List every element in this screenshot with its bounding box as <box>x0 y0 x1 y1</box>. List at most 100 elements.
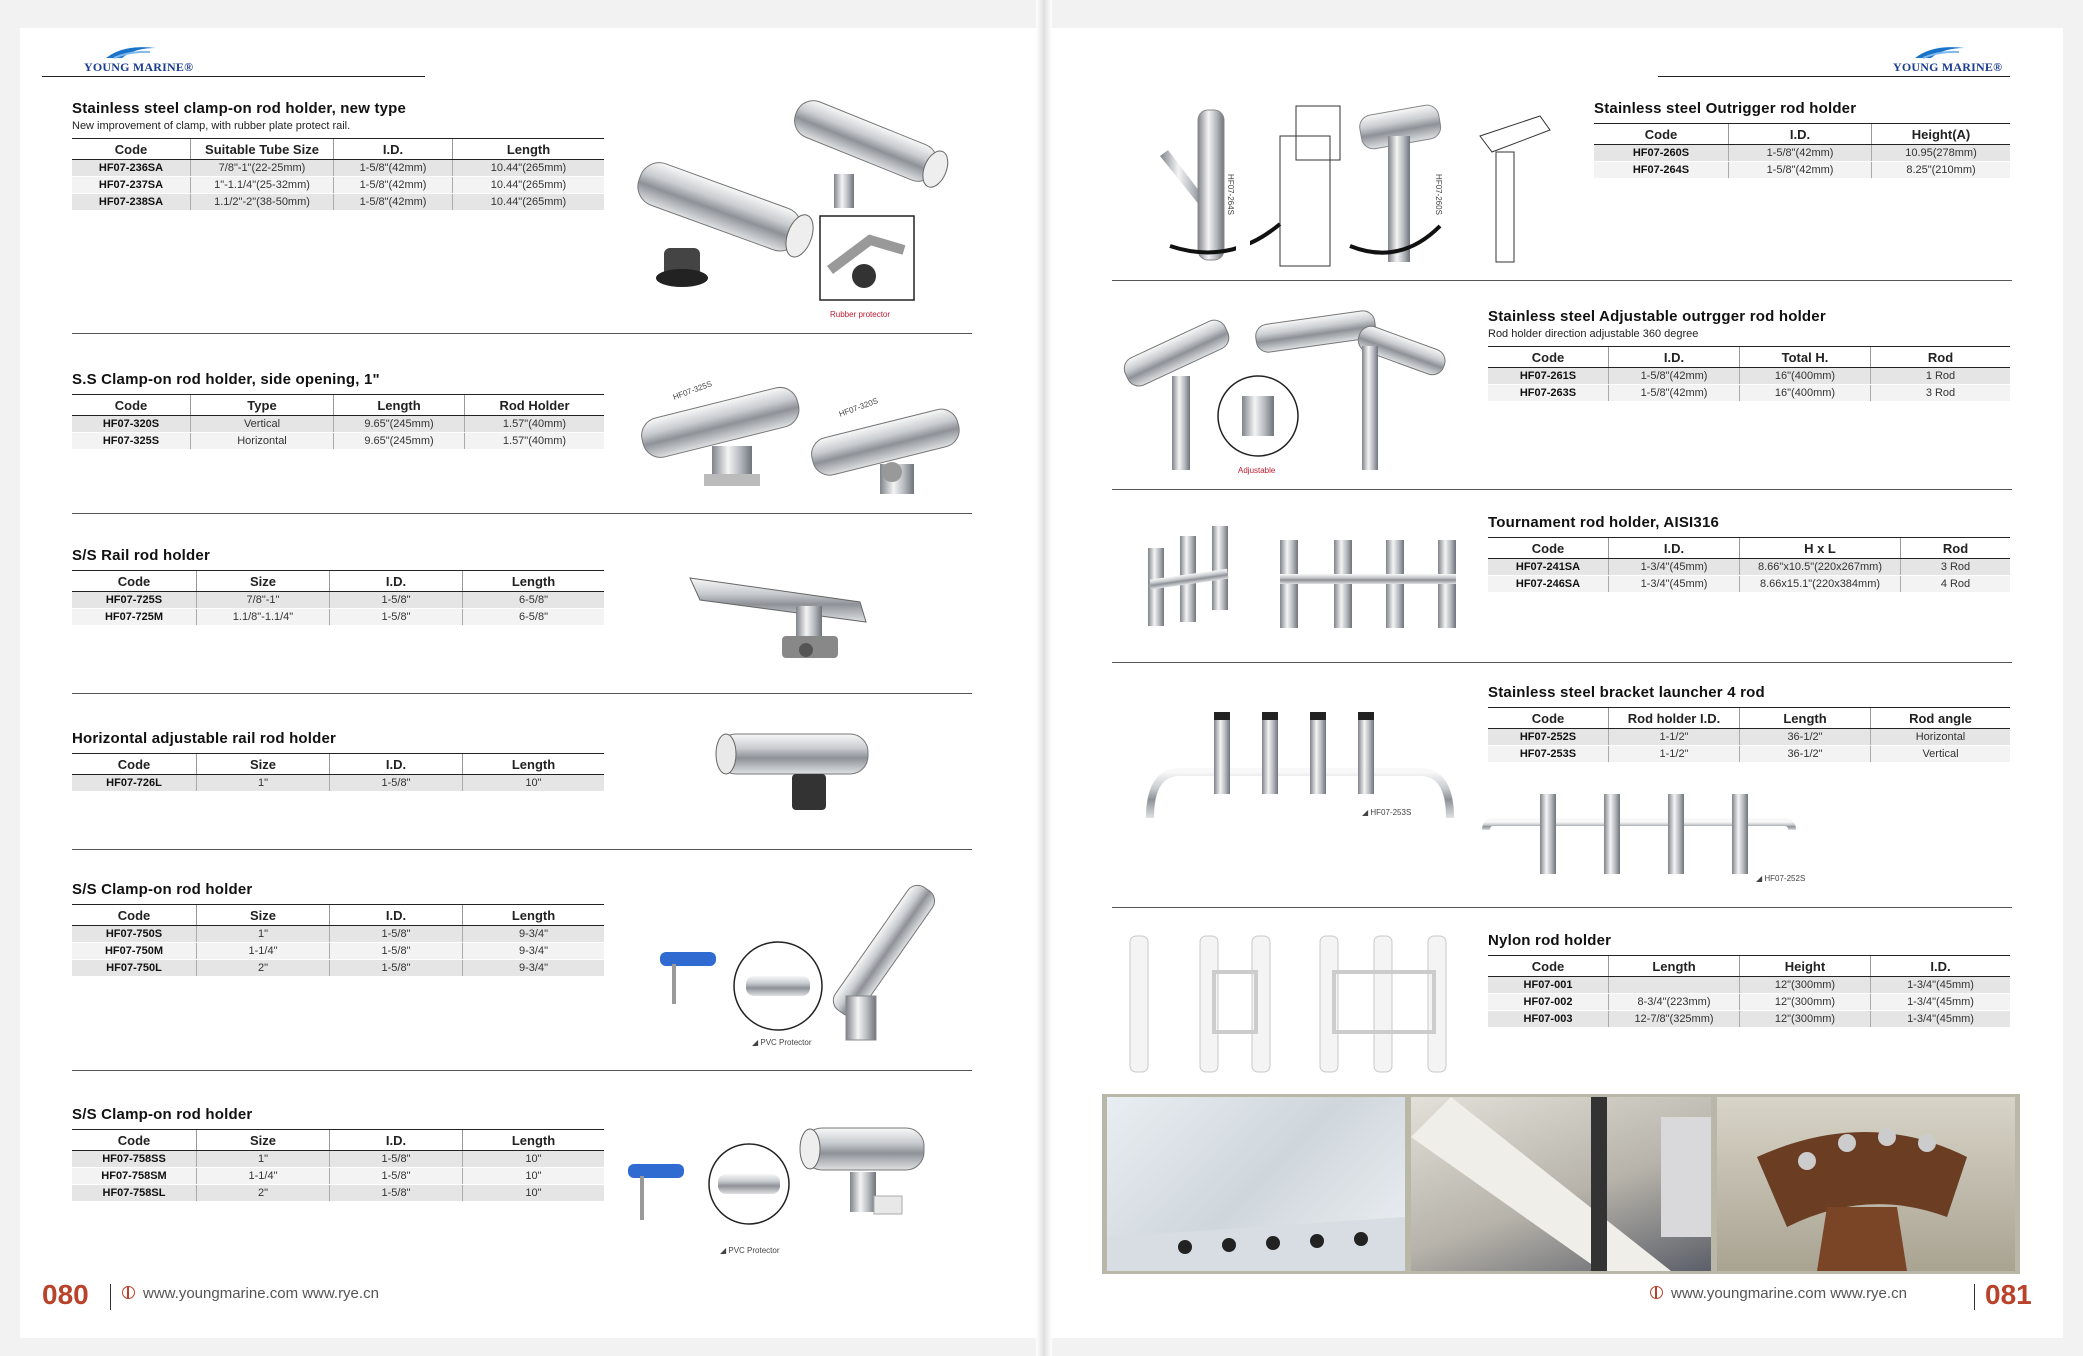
table-cell: 10.95(278mm) <box>1871 144 2010 162</box>
table-cell: 10" <box>462 774 604 792</box>
bracket-launcher-horizontal-image <box>1482 794 1796 874</box>
page-number-left: 080 <box>42 1279 89 1310</box>
col-header: Length <box>1739 707 1871 729</box>
col-header: Code <box>1594 123 1729 145</box>
header-rule-right <box>1658 76 2010 77</box>
table-cell: 8-3/4"(223mm) <box>1608 993 1740 1011</box>
table-cell: 1-1/2" <box>1608 728 1740 746</box>
table-cell: 7/8"-1" <box>196 591 330 609</box>
table-cell: HF07-261S <box>1488 367 1609 385</box>
product-label: ◢ HF07-252S <box>1756 874 1806 883</box>
table-cell: 10" <box>462 1184 604 1202</box>
table-cell: HF07-263S <box>1488 384 1609 402</box>
nylon-rod-holder-image <box>1129 935 1447 1073</box>
table-cell: HF07-264S <box>1594 161 1729 179</box>
table-cell: HF07-252S <box>1488 728 1609 746</box>
footer-url[interactable]: www.youngmarine.com www.rye.cn <box>143 1285 379 1302</box>
table-cell: HF07-758SM <box>72 1167 197 1185</box>
brand-name: YOUNG MARINE® <box>1893 60 2003 74</box>
table-cell: 6-5/8" <box>462 591 604 609</box>
section-title: S/S Clamp-on rod holder <box>72 881 253 898</box>
col-header: Code <box>1488 346 1609 368</box>
product-label: ◢ HF07-253S <box>1362 808 1412 817</box>
horizontal-rail-holder-image <box>715 733 869 810</box>
section-title: S/S Clamp-on rod holder <box>72 1106 253 1123</box>
table-cell: HF07-758SL <box>72 1184 197 1202</box>
col-header: Code <box>72 570 197 592</box>
table-cell: 1-5/8" <box>329 1184 463 1202</box>
page-number-right: 081 <box>1985 1279 2032 1310</box>
section-subtitle: Rod holder direction adjustable 360 degr… <box>1488 328 1699 340</box>
col-header: Length <box>452 138 604 160</box>
section-title: Stainless steel Adjustable outrgger rod … <box>1488 308 1826 325</box>
table-cell: 10.44"(265mm) <box>452 176 604 194</box>
section-subtitle: New improvement of clamp, with rubber pl… <box>72 120 351 132</box>
table-cell: Horizontal <box>1870 728 2010 746</box>
table-cell: Vertical <box>190 415 334 433</box>
footer-website-left[interactable]: www.youngmarine.com www.rye.cn <box>122 1285 379 1302</box>
col-header: Code <box>72 904 197 926</box>
wave-logo-icon <box>106 47 156 59</box>
col-header: Code <box>72 1129 197 1151</box>
col-header: I.D. <box>1728 123 1872 145</box>
section-divider <box>72 693 972 694</box>
table-cell: 1-3/4"(45mm) <box>1870 1010 2010 1028</box>
section-title: Nylon rod holder <box>1488 932 1612 949</box>
product-section-clamp-new-type: Stainless steel clamp-on rod holder, new… <box>72 100 604 211</box>
col-header: Length <box>1608 955 1740 977</box>
table-cell: 9.65"(245mm) <box>333 415 465 433</box>
footer-website-right[interactable]: www.youngmarine.com www.rye.cn <box>1650 1285 1907 1302</box>
col-header: Code <box>1488 537 1609 559</box>
col-header: Rod <box>1870 346 2010 368</box>
table-cell: 12"(300mm) <box>1739 1010 1871 1028</box>
table-cell: 1"-1.1/4"(25-32mm) <box>190 176 334 194</box>
table-cell: 9-3/4" <box>462 959 604 977</box>
boat-rail-photo <box>1411 1097 1711 1271</box>
table-cell: 12-7/8"(325mm) <box>1608 1010 1740 1028</box>
table-cell: 1-5/8"(42mm) <box>333 193 453 211</box>
col-header: Code <box>1488 955 1609 977</box>
table-cell: 1-1/4" <box>196 942 330 960</box>
rail-rod-holder-image <box>689 577 867 658</box>
footer-separator <box>1974 1284 1975 1310</box>
bracket-launcher-vertical-image <box>1146 712 1454 819</box>
col-header: I.D. <box>329 570 463 592</box>
table-cell: 1-5/8"(42mm) <box>333 176 453 194</box>
footer-url[interactable]: www.youngmarine.com www.rye.cn <box>1671 1285 1907 1302</box>
table-cell: 12"(300mm) <box>1739 976 1871 994</box>
col-header: Rod <box>1900 537 2010 559</box>
col-header: I.D. <box>333 138 453 160</box>
brand-logo-left: YOUNG MARINE® <box>84 42 193 75</box>
caption-text: PVC Protector <box>760 1038 812 1047</box>
section-divider <box>72 1070 972 1071</box>
table-cell: 1-5/8" <box>329 591 463 609</box>
table-cell: 10.44"(265mm) <box>452 159 604 177</box>
table-cell: 8.66x15.1"(220x384mm) <box>1739 575 1901 593</box>
table-cell: 1.1/8"-1.1/4" <box>196 608 330 626</box>
table-cell: 1-3/4"(45mm) <box>1870 976 2010 994</box>
table-cell: Vertical <box>1870 745 2010 763</box>
adjustable-outrigger-image <box>1123 310 1446 470</box>
table-cell: 3 Rod <box>1900 558 2010 576</box>
label-text: HF07-253S <box>1370 808 1412 817</box>
section-divider <box>72 513 972 514</box>
col-header: Length <box>462 570 604 592</box>
table-cell: HF07-001 <box>1488 976 1609 994</box>
table-cell: 16"(400mm) <box>1739 384 1871 402</box>
table-cell: 1-1/2" <box>1608 745 1740 763</box>
pvc-protector-caption: ◢ PVC Protector <box>720 1246 780 1255</box>
